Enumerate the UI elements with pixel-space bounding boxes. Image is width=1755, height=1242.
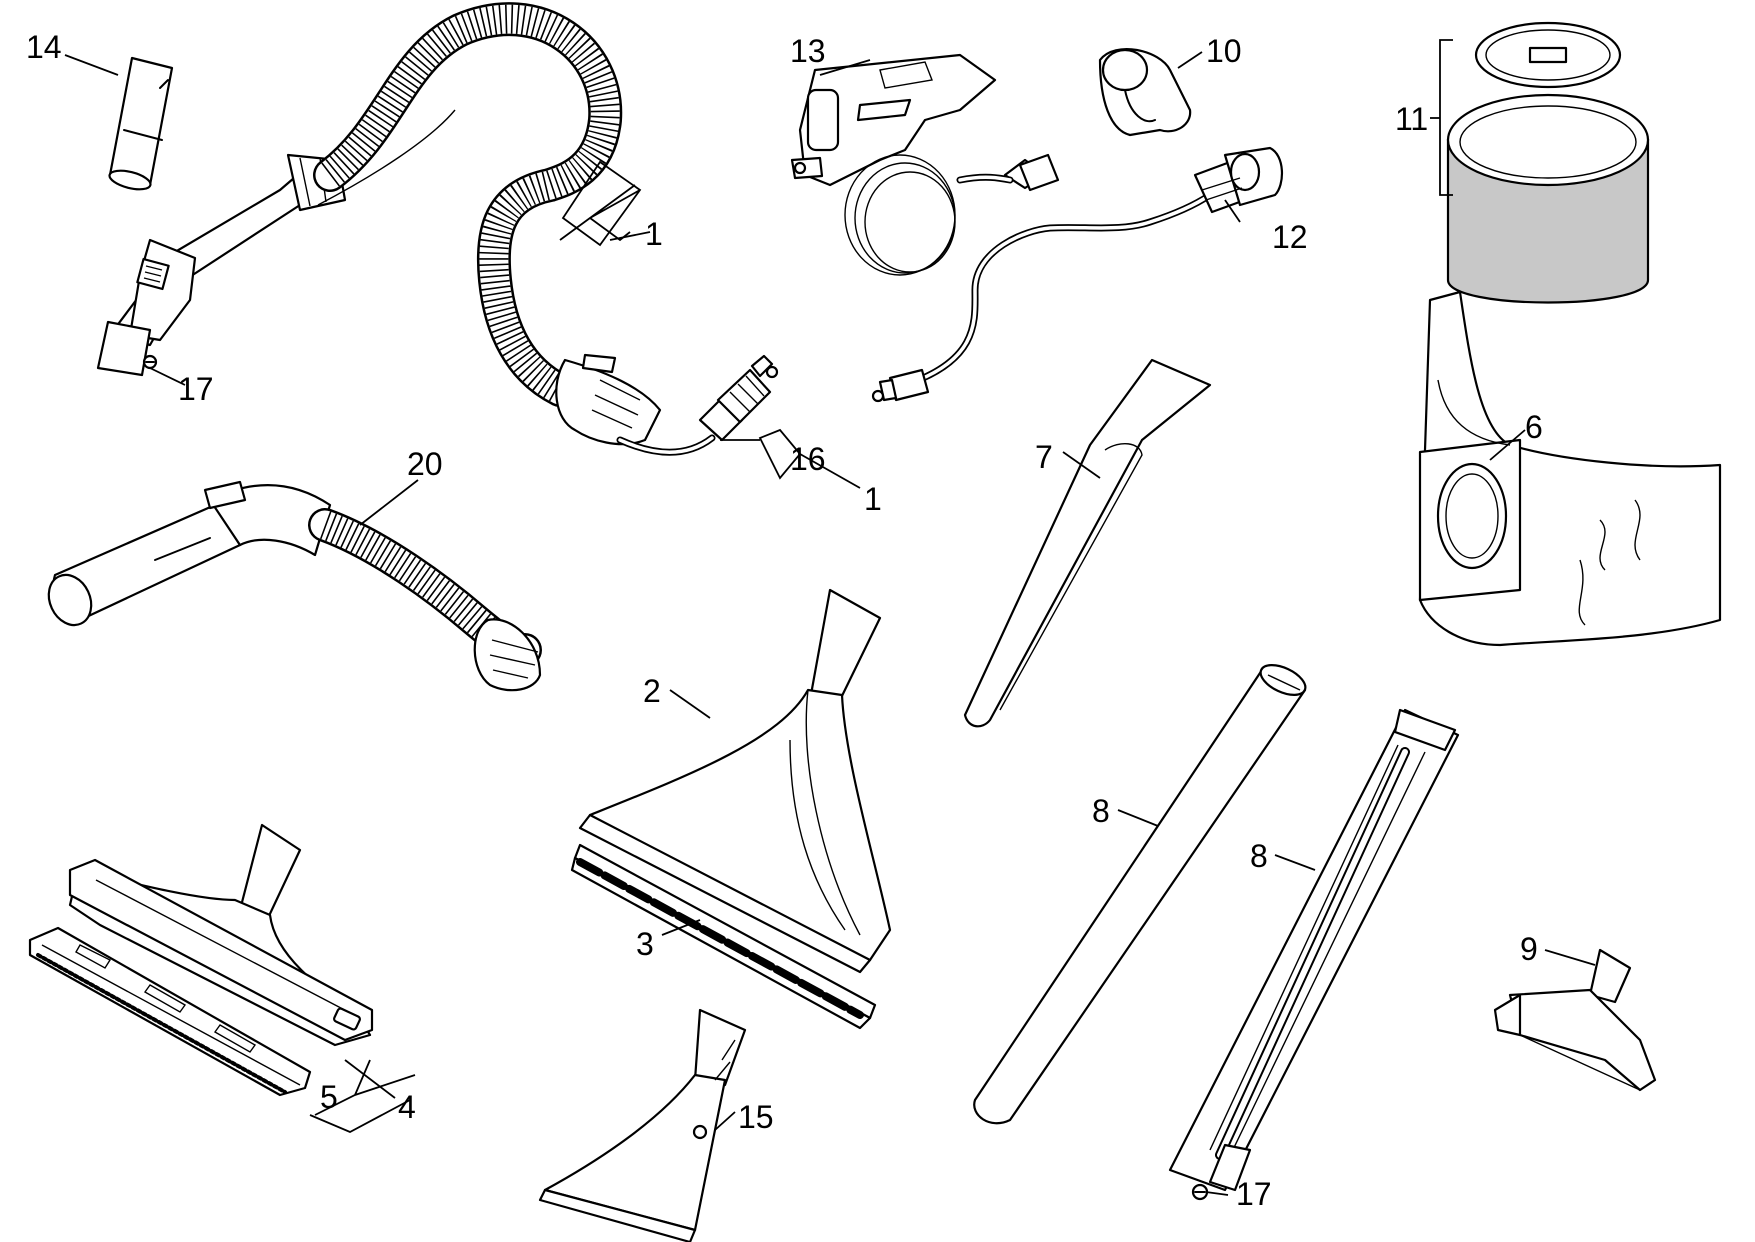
label-1-lower: 1 — [864, 481, 882, 517]
label-5: 5 — [320, 1079, 338, 1115]
part-15-hand-spray-nozzle — [538, 1008, 747, 1242]
label-17-upper: 17 — [178, 371, 214, 407]
part-10-hose-clip — [1098, 48, 1192, 137]
leader-lines — [64, 51, 1596, 1196]
label-10: 10 — [1206, 33, 1242, 69]
part-4-floor-nozzle — [68, 823, 374, 1047]
part-12-water-connector — [871, 146, 1283, 403]
part-9-upholstery-nozzle — [1493, 948, 1657, 1092]
part-11-filter-cartridge — [1439, 21, 1650, 304]
label-7: 7 — [1035, 439, 1053, 475]
part-7-crevice-nozzle — [963, 358, 1212, 728]
part-3-squeegee-strip — [570, 843, 877, 1030]
label-13: 13 — [790, 33, 826, 69]
part-8-suction-tube — [973, 664, 1307, 1125]
label-2: 2 — [643, 673, 661, 709]
label-12: 12 — [1272, 219, 1308, 255]
part-2-spray-extraction-nozzle — [578, 588, 892, 974]
part-8-spray-suction-tube — [1168, 708, 1460, 1192]
part-5-floor-nozzle-insert — [28, 926, 312, 1097]
part-14-adapter-sleeve — [108, 56, 174, 191]
label-17-lower: 17 — [1236, 1176, 1272, 1212]
part-13-spray-handle — [790, 53, 1060, 276]
callout-labels: 14 1 17 13 10 11 12 16 1 20 7 6 2 3 8 8 … — [26, 29, 1543, 1212]
label-8-left: 8 — [1092, 793, 1110, 829]
part-20-suction-hose — [47, 480, 542, 692]
part-6-filter-bag — [1418, 290, 1722, 647]
label-4: 4 — [398, 1089, 416, 1125]
label-14: 14 — [26, 29, 62, 65]
label-16: 16 — [790, 441, 826, 477]
label-15: 15 — [738, 1099, 774, 1135]
label-11: 11 — [1395, 101, 1428, 137]
label-3: 3 — [636, 926, 654, 962]
label-8-right: 8 — [1250, 838, 1268, 874]
part-17-screw — [142, 354, 158, 370]
label-20: 20 — [407, 446, 443, 482]
part-17-screw-lower — [1191, 1183, 1209, 1201]
label-6: 6 — [1525, 409, 1543, 445]
label-1-upper: 1 — [645, 216, 663, 252]
part-1-suction-hose-assembly — [96, 2, 779, 456]
label-9: 9 — [1520, 931, 1538, 967]
